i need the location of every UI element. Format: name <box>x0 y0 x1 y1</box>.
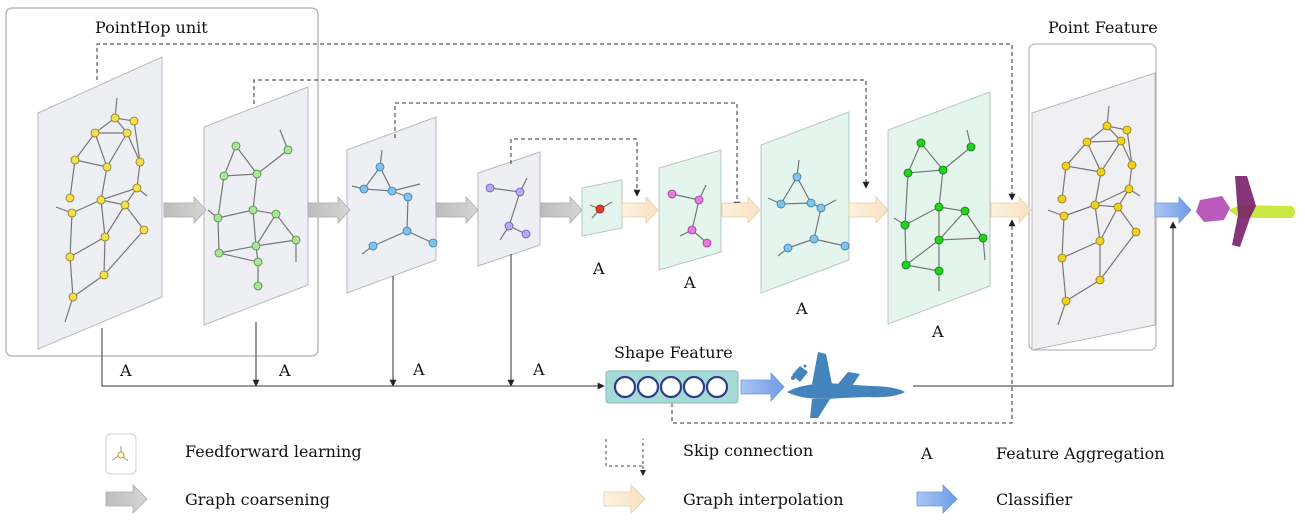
pointhop-unit-title: PointHop unit <box>95 18 208 37</box>
graph-2 <box>207 129 301 291</box>
aggregation-mark: A <box>413 360 425 379</box>
legend-feedforward-label: Feedforward learning <box>185 442 362 461</box>
shape-feature-vector <box>605 370 739 404</box>
aggregation-mark: A <box>279 361 291 380</box>
aggregation-mark: A <box>796 299 808 318</box>
legend-coarsening-label: Graph coarsening <box>185 490 331 509</box>
graph-4 <box>485 177 531 241</box>
legend-interpolation-arrow <box>603 484 646 514</box>
point-feature-title: Point Feature <box>1048 18 1158 37</box>
legend-skip-label: Skip connection <box>683 441 814 460</box>
graph-7 <box>767 159 850 257</box>
pointhop-unit-box <box>5 7 319 357</box>
panel-3 <box>346 116 437 294</box>
graph-6 <box>667 184 712 248</box>
interpolation-arrows <box>621 195 1032 225</box>
legend-classifier-arrow <box>916 484 958 514</box>
airplane-pointcloud-blue <box>787 352 905 418</box>
aggregation-mark: A <box>533 360 545 379</box>
coarsening-arrows <box>163 195 583 225</box>
panel-4 <box>477 151 541 267</box>
graph-9 <box>1047 105 1141 326</box>
point-feature-box <box>1028 43 1157 351</box>
aggregation-mark: A <box>932 322 944 341</box>
legend-interpolation-label: Graph interpolation <box>683 490 844 509</box>
graph-1 <box>55 97 149 323</box>
graph-8 <box>893 129 988 291</box>
aggregation-lines <box>101 221 1177 390</box>
legend-aggregation-symbol: A <box>921 444 933 463</box>
legend-skip-arrowhead <box>640 470 646 476</box>
graph-5 <box>589 201 613 219</box>
panel-7 <box>760 111 850 294</box>
legend-skip-icon <box>605 439 644 471</box>
graph-3 <box>351 149 438 255</box>
panel-2 <box>203 86 309 326</box>
skip-connections <box>96 43 1016 424</box>
aggregation-mark: A <box>593 259 605 278</box>
panel-6 <box>658 149 722 271</box>
aggregation-mark: A <box>684 273 696 292</box>
legend-coarsening-arrow <box>105 484 148 514</box>
legend-aggregation-label: Feature Aggregation <box>996 444 1165 463</box>
airplane-pointcloud-segmented <box>1196 176 1295 247</box>
aggregation-mark: A <box>120 361 132 380</box>
shape-feature-title: Shape Feature <box>614 343 733 362</box>
classifier-arrows <box>740 195 1192 403</box>
legend-feedforward-icon <box>105 433 137 475</box>
legend-classifier-label: Classifier <box>996 490 1073 509</box>
